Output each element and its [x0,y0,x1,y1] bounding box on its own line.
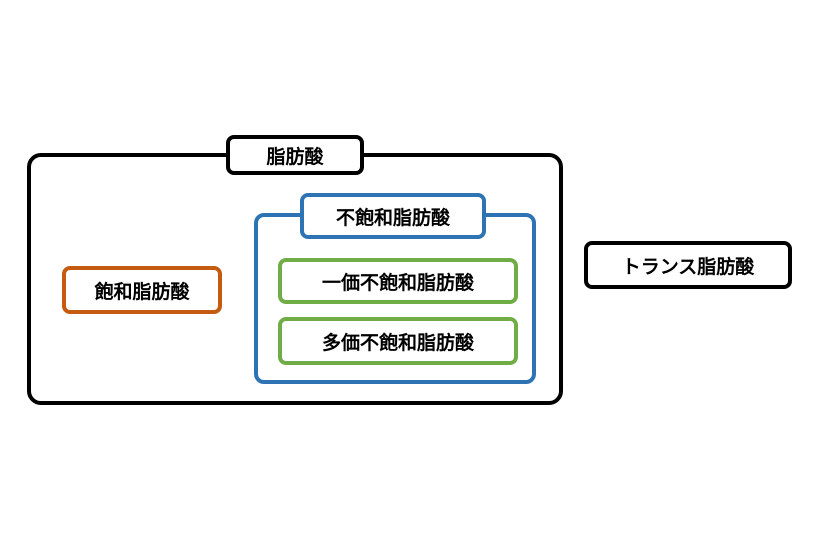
fatty-acid-label: 脂肪酸 [226,135,364,175]
saturated-fatty-acid-box: 飽和脂肪酸 [62,266,222,314]
polyunsaturated-fatty-acid-box: 多価不飽和脂肪酸 [278,317,518,365]
monounsaturated-fatty-acid-box: 一価不飽和脂肪酸 [278,258,518,304]
trans-fatty-acid-box: トランス脂肪酸 [584,241,792,289]
unsaturated-fatty-acid-label: 不飽和脂肪酸 [300,193,486,239]
